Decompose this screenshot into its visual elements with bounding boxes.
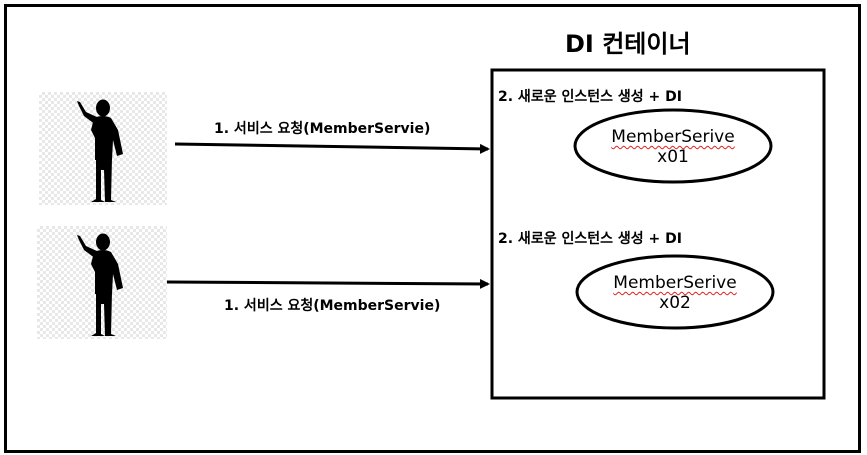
container-step-label-1: 2. 새로운 인스턴스 생성 + DI [498,89,682,105]
instance-id-2: x02 [659,293,691,313]
request-label-2: 1. 서비스 요청(MemberServie) [224,298,441,314]
diagram-title: DI 컨테이너 [565,30,691,58]
request-arrow-1 [174,142,490,154]
diagram-frame [4,4,861,453]
instance-name-1: MemberSerive [611,127,735,147]
person-pointing-icon [77,233,123,336]
instance-node-2: MemberSerive x02 [577,273,773,313]
instance-name-2: MemberSerive [613,273,737,293]
instance-id-1: x01 [657,147,689,167]
instance-ellipse-2 [575,254,775,330]
person-figure-2 [37,226,167,339]
instance-node-1: MemberSerive x01 [575,127,771,167]
di-container-box [490,68,826,400]
container-step-label-2: 2. 새로운 인스턴스 생성 + DI [498,231,682,247]
person-figure-1 [39,92,167,205]
request-arrow-2 [166,278,490,289]
request-label-1: 1. 서비스 요청(MemberServie) [214,121,431,137]
person-pointing-icon [77,99,123,202]
instance-ellipse-1 [573,108,773,184]
